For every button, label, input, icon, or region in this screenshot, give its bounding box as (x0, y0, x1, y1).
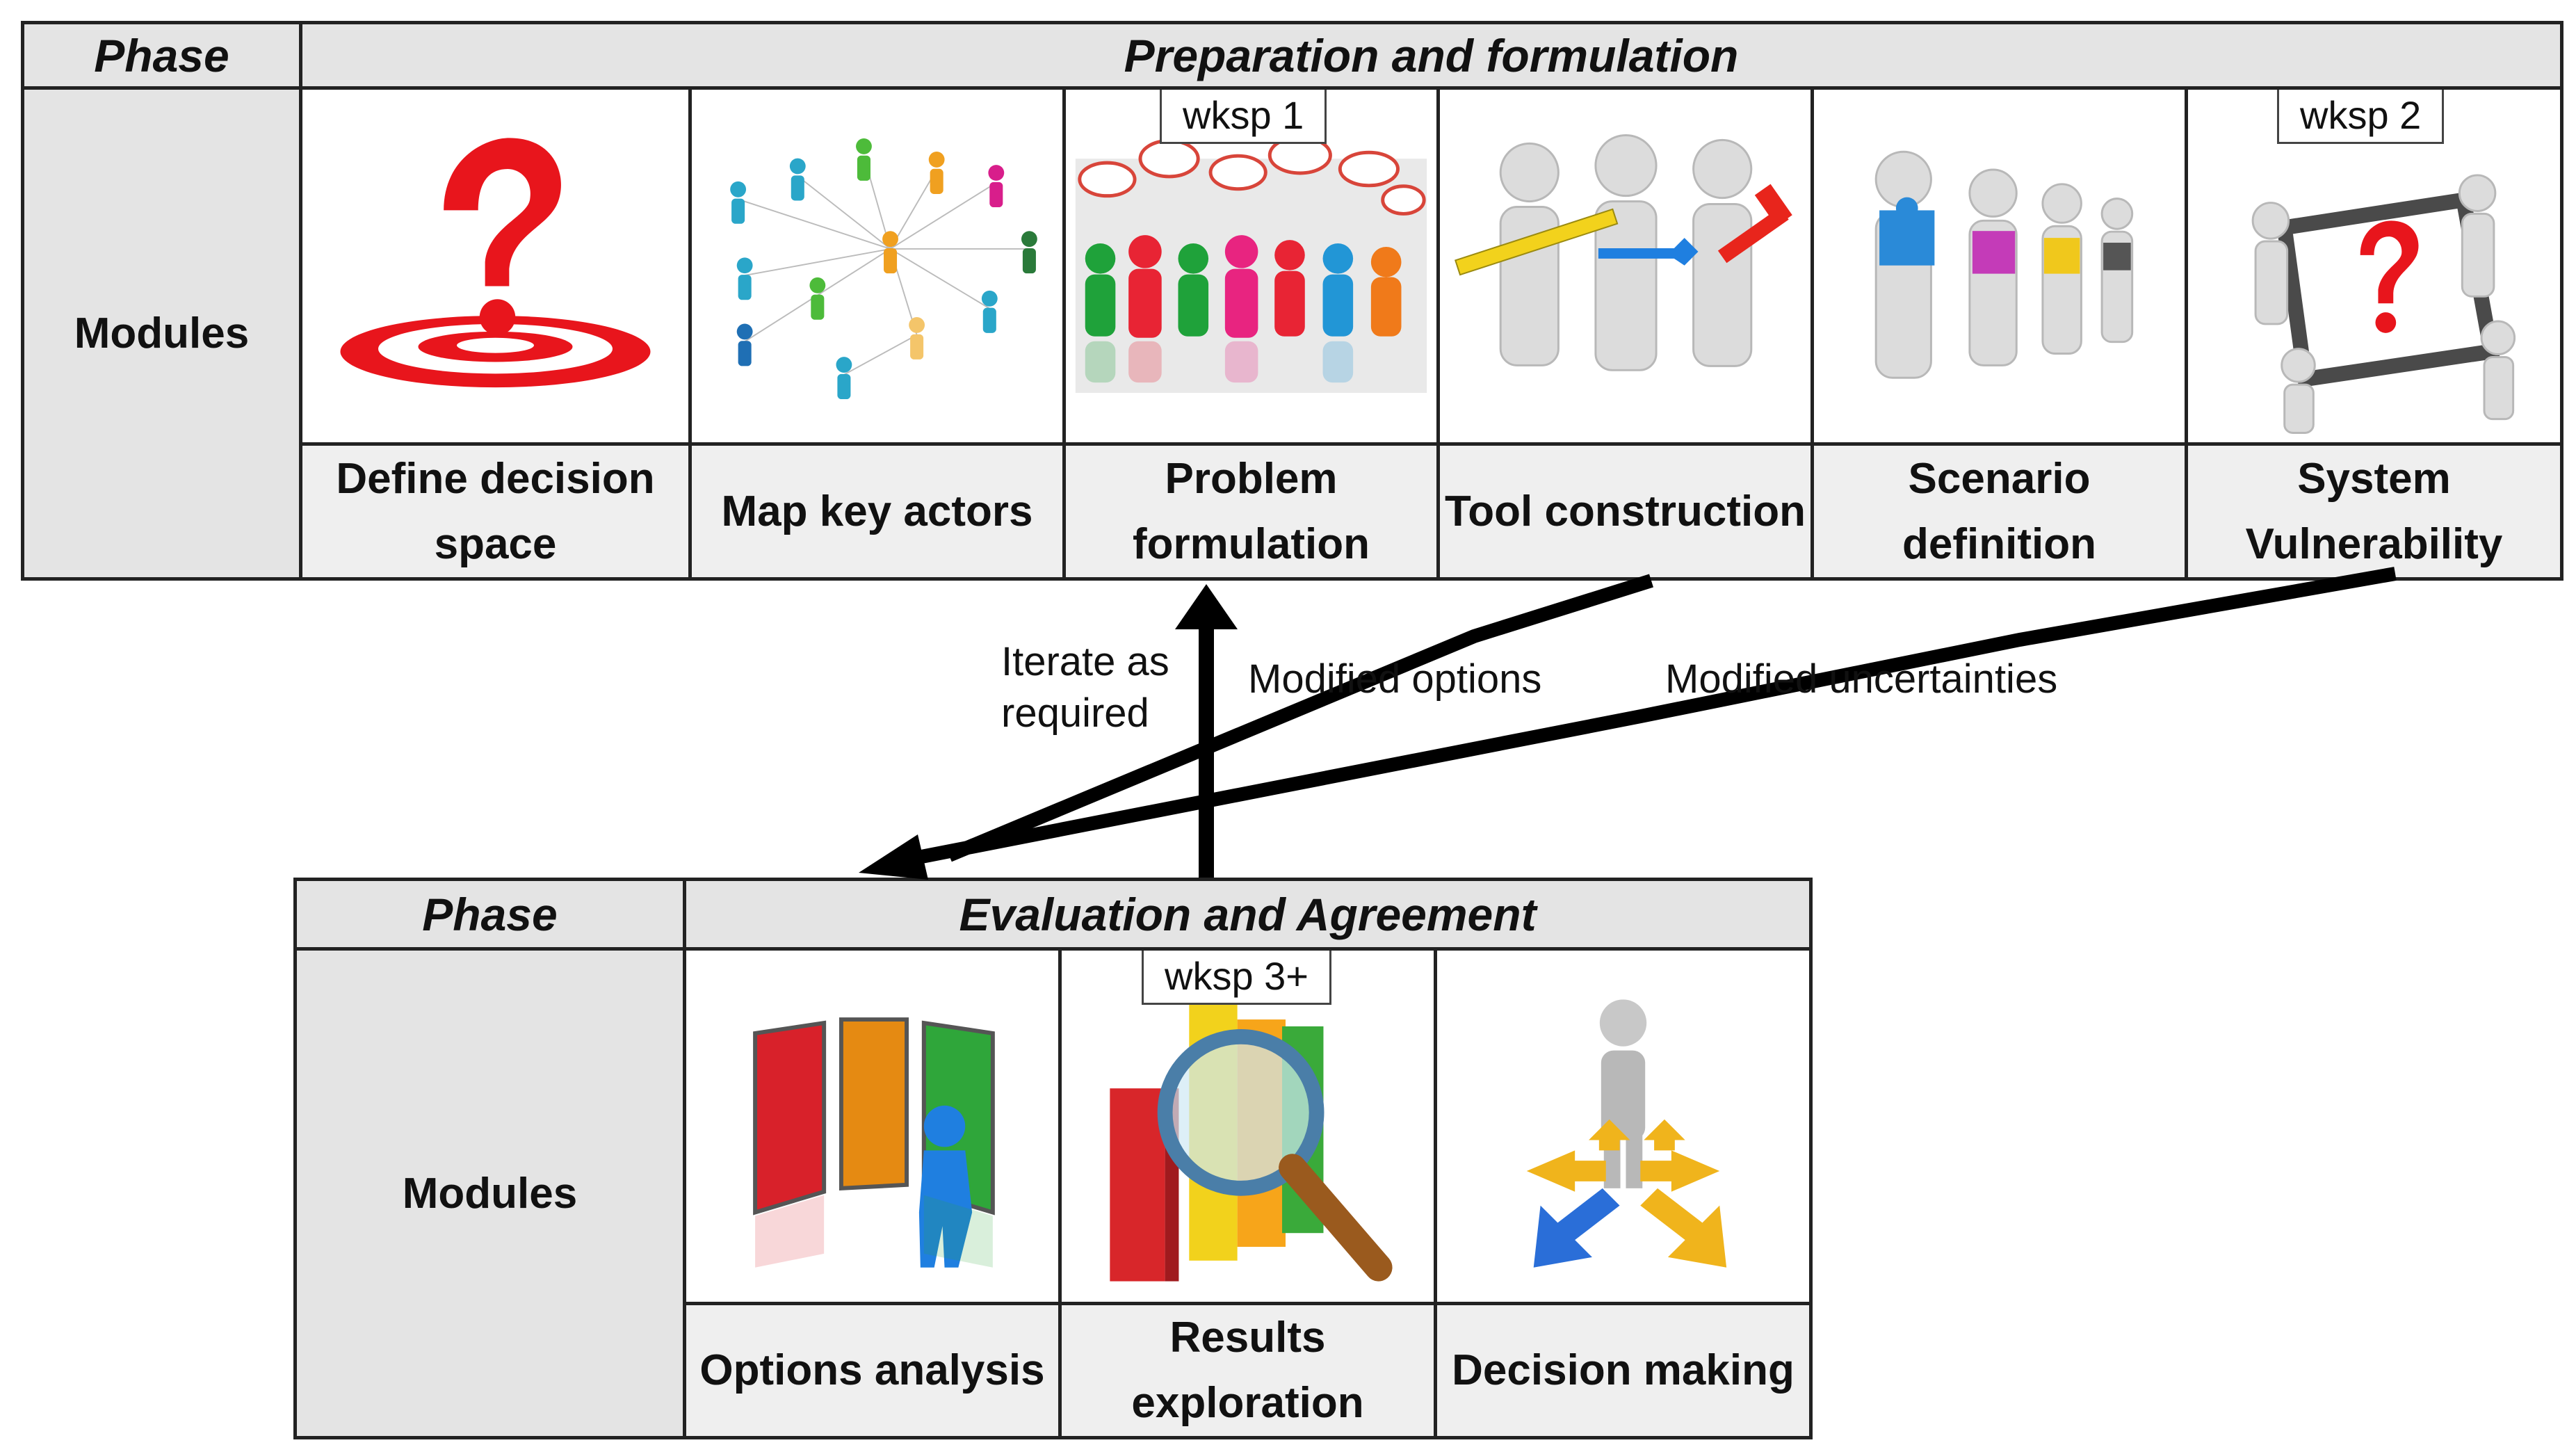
iterate-annotation: Iterate as required (1001, 639, 1169, 736)
magnifier-bars-icon (1110, 999, 1393, 1282)
bottom-phase-label: Phase (293, 878, 686, 951)
workshop-badge-2: wksp 2 (2277, 91, 2445, 144)
module-label-map-key-actors: Map key actors (688, 442, 1066, 581)
module-image-decision-making (1433, 946, 1813, 1306)
question-target-icon (340, 138, 651, 388)
module-label-results-exploration: Results exploration (1058, 1302, 1437, 1440)
module-image-options-analysis (683, 946, 1062, 1306)
module-image-tool-construction (1436, 86, 1814, 446)
modified-options-annotation: Modified options (1248, 656, 1542, 702)
iterate-arrow (1175, 584, 1238, 878)
puzzle-figures-icon (1874, 150, 2134, 379)
bottom-phase-table: Phase Evaluation and Agreement Modules w… (293, 878, 1813, 1440)
module-label-options-analysis: Options analysis (683, 1302, 1062, 1440)
workshop-badge-1: wksp 1 (1160, 91, 1327, 144)
module-label-tool-construction: Tool construction (1436, 442, 1814, 581)
speech-bubble-crowd-icon (1075, 135, 1427, 394)
module-label-system-vulnerability: System Vulnerability (2185, 442, 2563, 581)
direction-arrows-icon (1526, 999, 1727, 1268)
top-phase-name: Preparation and formulation (299, 21, 2563, 90)
top-modules-label: Modules (21, 86, 302, 581)
module-label-decision-making: Decision making (1433, 1302, 1813, 1440)
module-image-define-decision-space (299, 86, 692, 446)
module-label-scenario-definition: Scenario definition (1811, 442, 2188, 581)
tool-figures-icon (1455, 134, 1792, 371)
module-image-results-exploration: wksp 3+ (1058, 946, 1437, 1306)
module-image-system-vulnerability: wksp 2 (2185, 86, 2563, 446)
top-phase-table: Phase Preparation and formulation Module… (21, 21, 2563, 581)
doors-icon (753, 1017, 995, 1268)
workshop-badge-3: wksp 3+ (1142, 952, 1331, 1005)
module-image-problem-formulation: wksp 1 (1062, 86, 1440, 446)
question-frame-icon (2251, 174, 2516, 434)
module-label-problem-formulation: Problem formulation (1062, 442, 1440, 581)
module-image-map-key-actors (688, 86, 1066, 446)
network-people-icon (730, 138, 1037, 400)
module-label-define-decision-space: Define decision space (299, 442, 692, 581)
bottom-modules-label: Modules (293, 946, 686, 1440)
top-phase-label: Phase (21, 21, 302, 90)
module-image-scenario-definition (1811, 86, 2188, 446)
bottom-phase-name: Evaluation and Agreement (682, 878, 1813, 951)
modified-uncertainties-annotation: Modified uncertainties (1665, 656, 2058, 702)
